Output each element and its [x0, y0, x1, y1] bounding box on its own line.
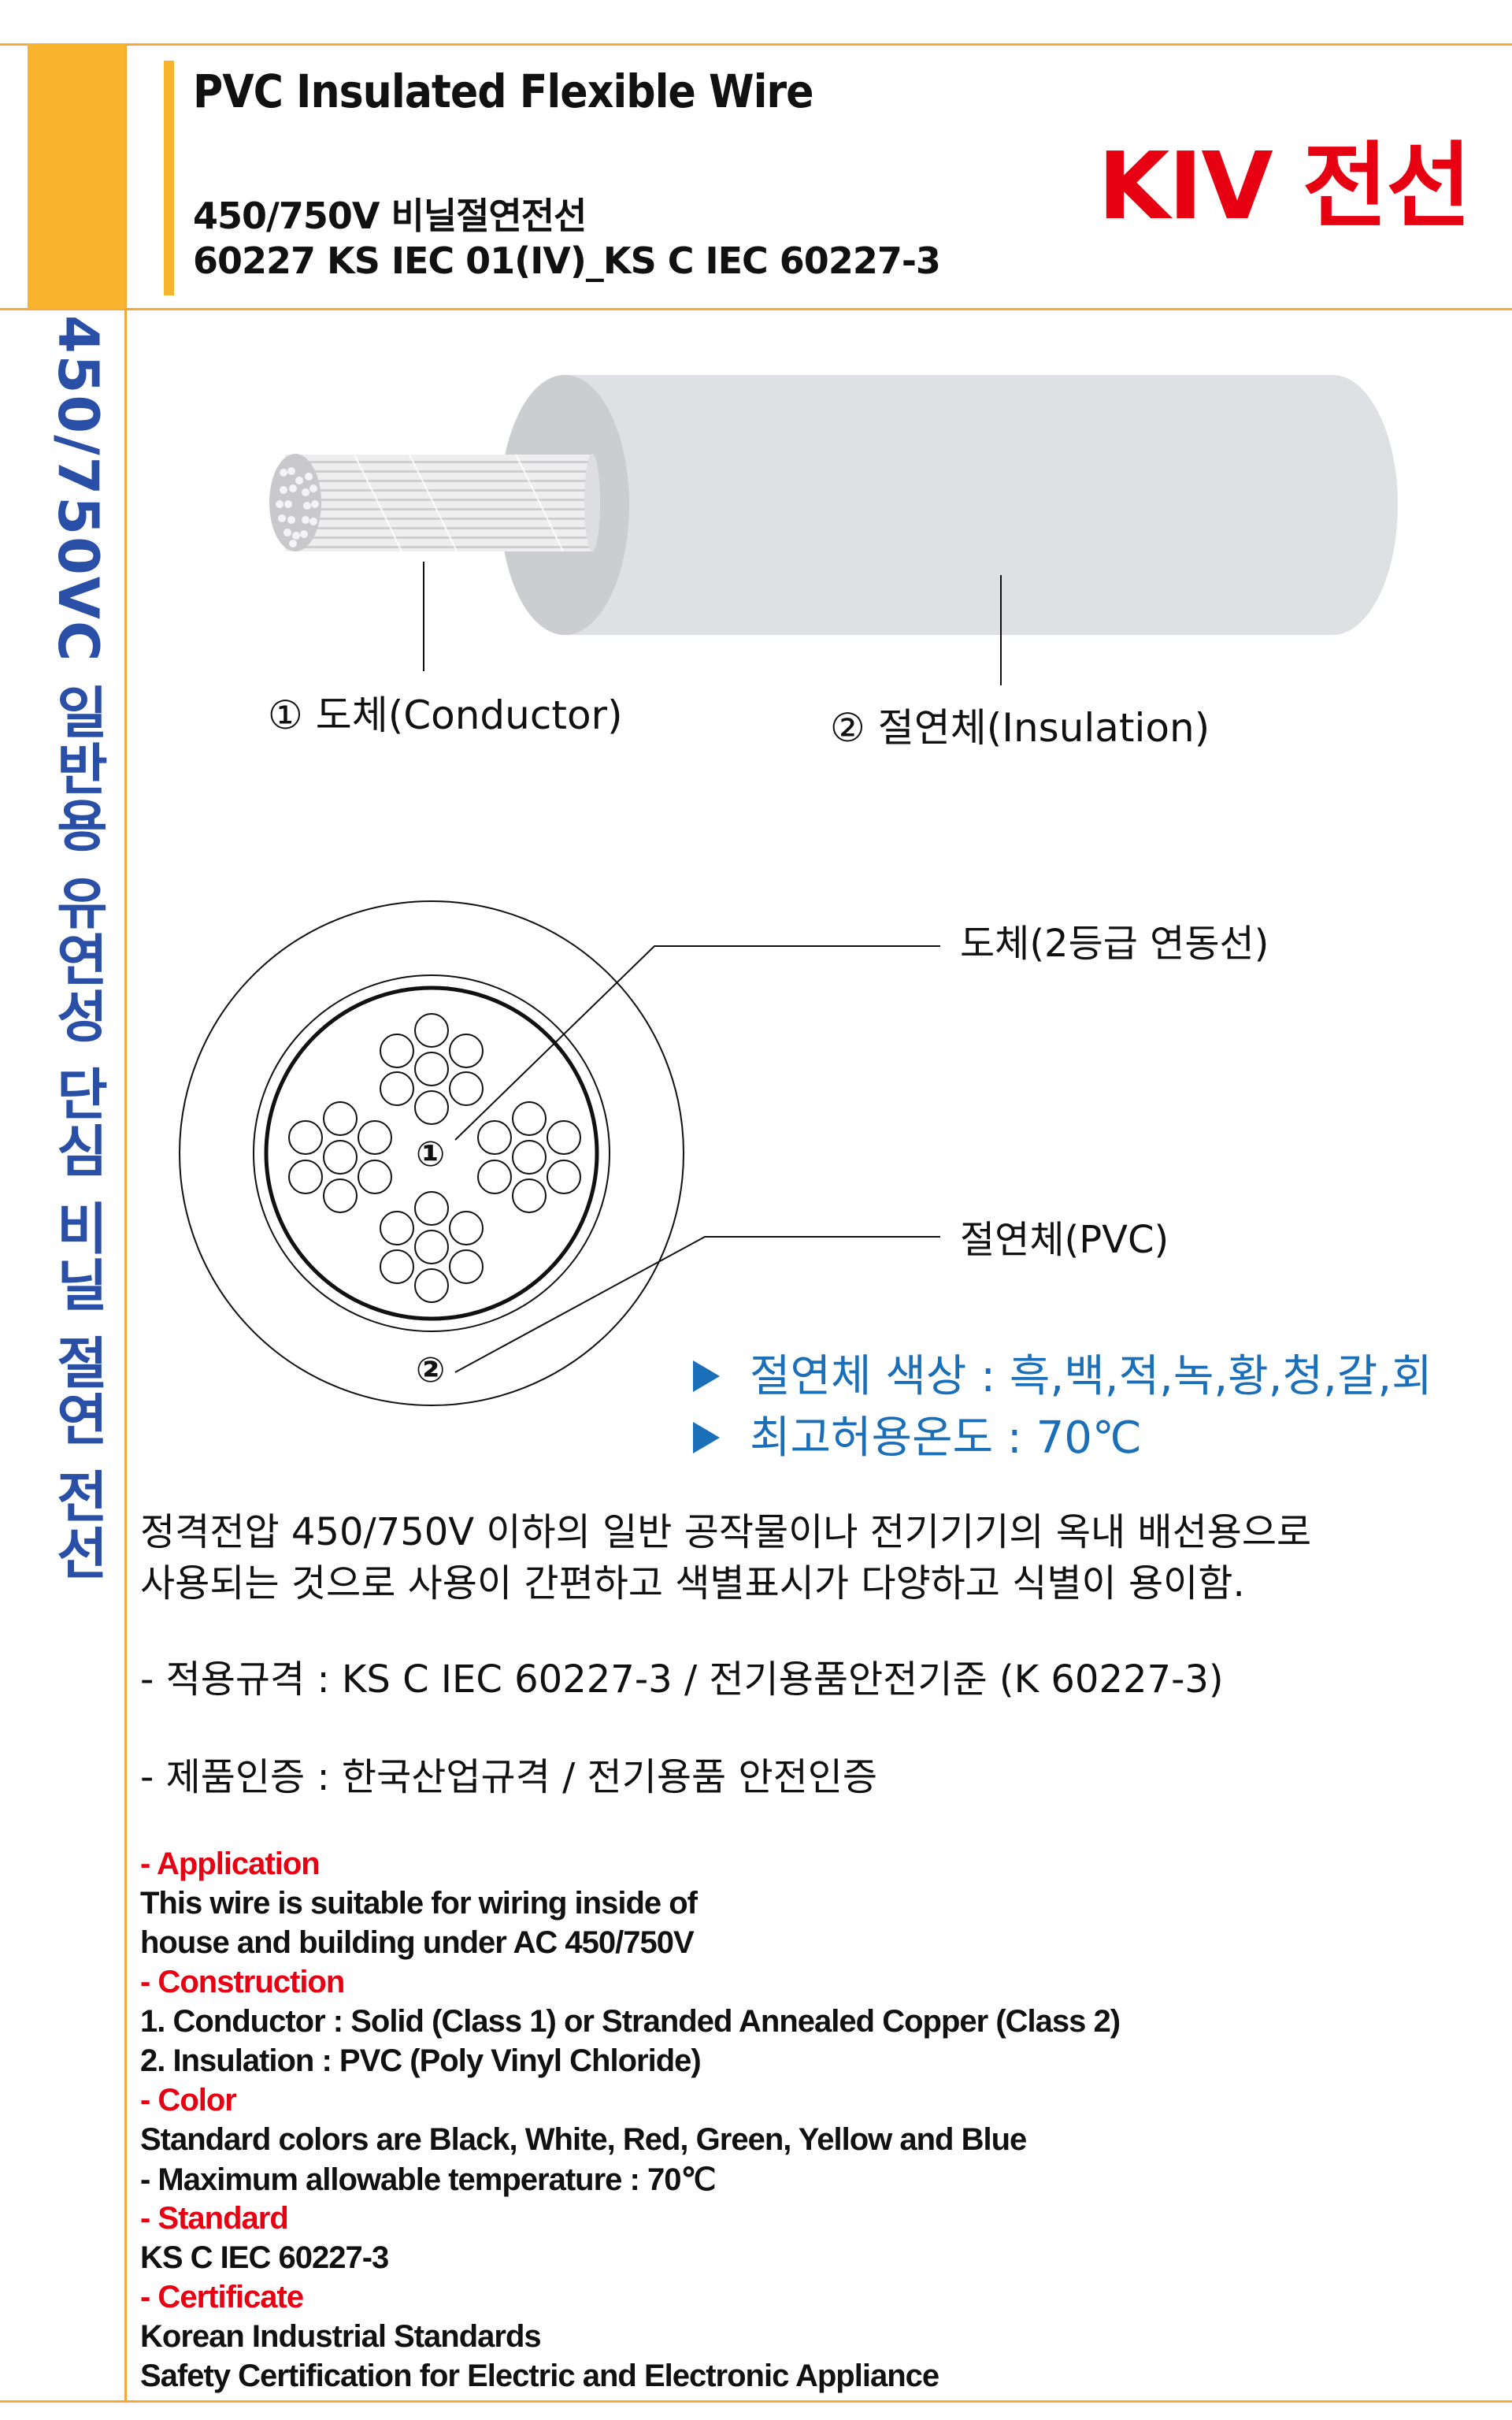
conductor-label: ① 도체(Conductor): [268, 692, 623, 738]
top-border-line: [0, 43, 1512, 46]
cross-section-diagram: [179, 900, 940, 1406]
marker-2: ②: [416, 1350, 446, 1390]
highlight-max-temperature: 최고허용온도 : 70℃: [693, 1402, 1142, 1466]
highlight-text: 절연체 색상 : 흑,백,적,녹,황,청,갈,회: [750, 1351, 1432, 1402]
highlight-insulation-colors: 절연체 색상 : 흑,백,적,녹,황,청,갈,회: [693, 1341, 1432, 1405]
spec-line: - Maximum allowable temperature : 70℃: [140, 2162, 716, 2197]
marker-1: ①: [416, 1134, 446, 1175]
triangle-right-icon: [693, 1421, 720, 1453]
bottom-border-line: [0, 2400, 1512, 2403]
conductor-strands: [269, 454, 600, 552]
side-vertical-label: 450/750VC 일반용 유연성 단심 비닐 절연 전선: [46, 315, 110, 1582]
spec-line: Safety Certification for Electric and El…: [140, 2359, 939, 2393]
description-line-2: 사용되는 것으로 사용이 간편하고 색별표시가 다양하고 식별이 용이함.: [140, 1561, 1245, 1605]
spec-heading-standard: - Standard: [140, 2201, 289, 2236]
header-divider-line: [0, 308, 1512, 310]
standard-code: 60227 KS IEC 01(IV)_KS C IEC 60227-3: [193, 239, 941, 282]
spec-heading-application: - Application: [140, 1847, 321, 1881]
insulation-body: [500, 375, 1398, 635]
insulation-label: ② 절연체(Insulation): [830, 705, 1210, 751]
conductor-callout: 도체(2등급 연동선): [960, 922, 1269, 966]
spec-line: 2. Insulation : PVC (Poly Vinyl Chloride…: [140, 2043, 702, 2078]
header-orange-block: [28, 44, 125, 309]
product-certification: - 제품인증 : 한국산업규격 / 전기용품 안전인증: [140, 1755, 878, 1799]
description-line-1: 정격전압 450/750V 이하의 일반 공작물이나 전기기기의 옥내 배선용으…: [140, 1510, 1312, 1554]
highlight-text: 최고허용온도 : 70℃: [750, 1412, 1142, 1464]
page-title: PVC Insulated Flexible Wire: [193, 65, 814, 118]
title-accent-bar: [164, 61, 174, 295]
spec-line: This wire is suitable for wiring inside …: [140, 1886, 698, 1921]
spec-line: 1. Conductor : Solid (Class 1) or Strand…: [140, 2004, 1121, 2039]
applicable-standard: - 적용규격 : KS C IEC 60227-3 / 전기용품안전기준 (K …: [140, 1657, 1224, 1702]
triangle-right-icon: [693, 1360, 720, 1392]
subtitle-korean: 450/750V 비닐절연전선: [193, 195, 587, 237]
spec-line: KS C IEC 60227-3: [140, 2240, 389, 2275]
spec-line: Korean Industrial Standards: [140, 2319, 542, 2354]
insulation-callout: 절연체(PVC): [960, 1218, 1169, 1262]
spec-heading-color: - Color: [140, 2083, 237, 2118]
spec-line: house and building under AC 450/750V: [140, 1925, 695, 1960]
product-name: KIV 전선: [1098, 132, 1472, 240]
spec-line: Standard colors are Black, White, Red, G…: [140, 2122, 1027, 2157]
spec-heading-construction: - Construction: [140, 1965, 345, 1999]
spec-heading-certificate: - Certificate: [140, 2280, 304, 2314]
sidebar-divider-line: [124, 44, 127, 2402]
